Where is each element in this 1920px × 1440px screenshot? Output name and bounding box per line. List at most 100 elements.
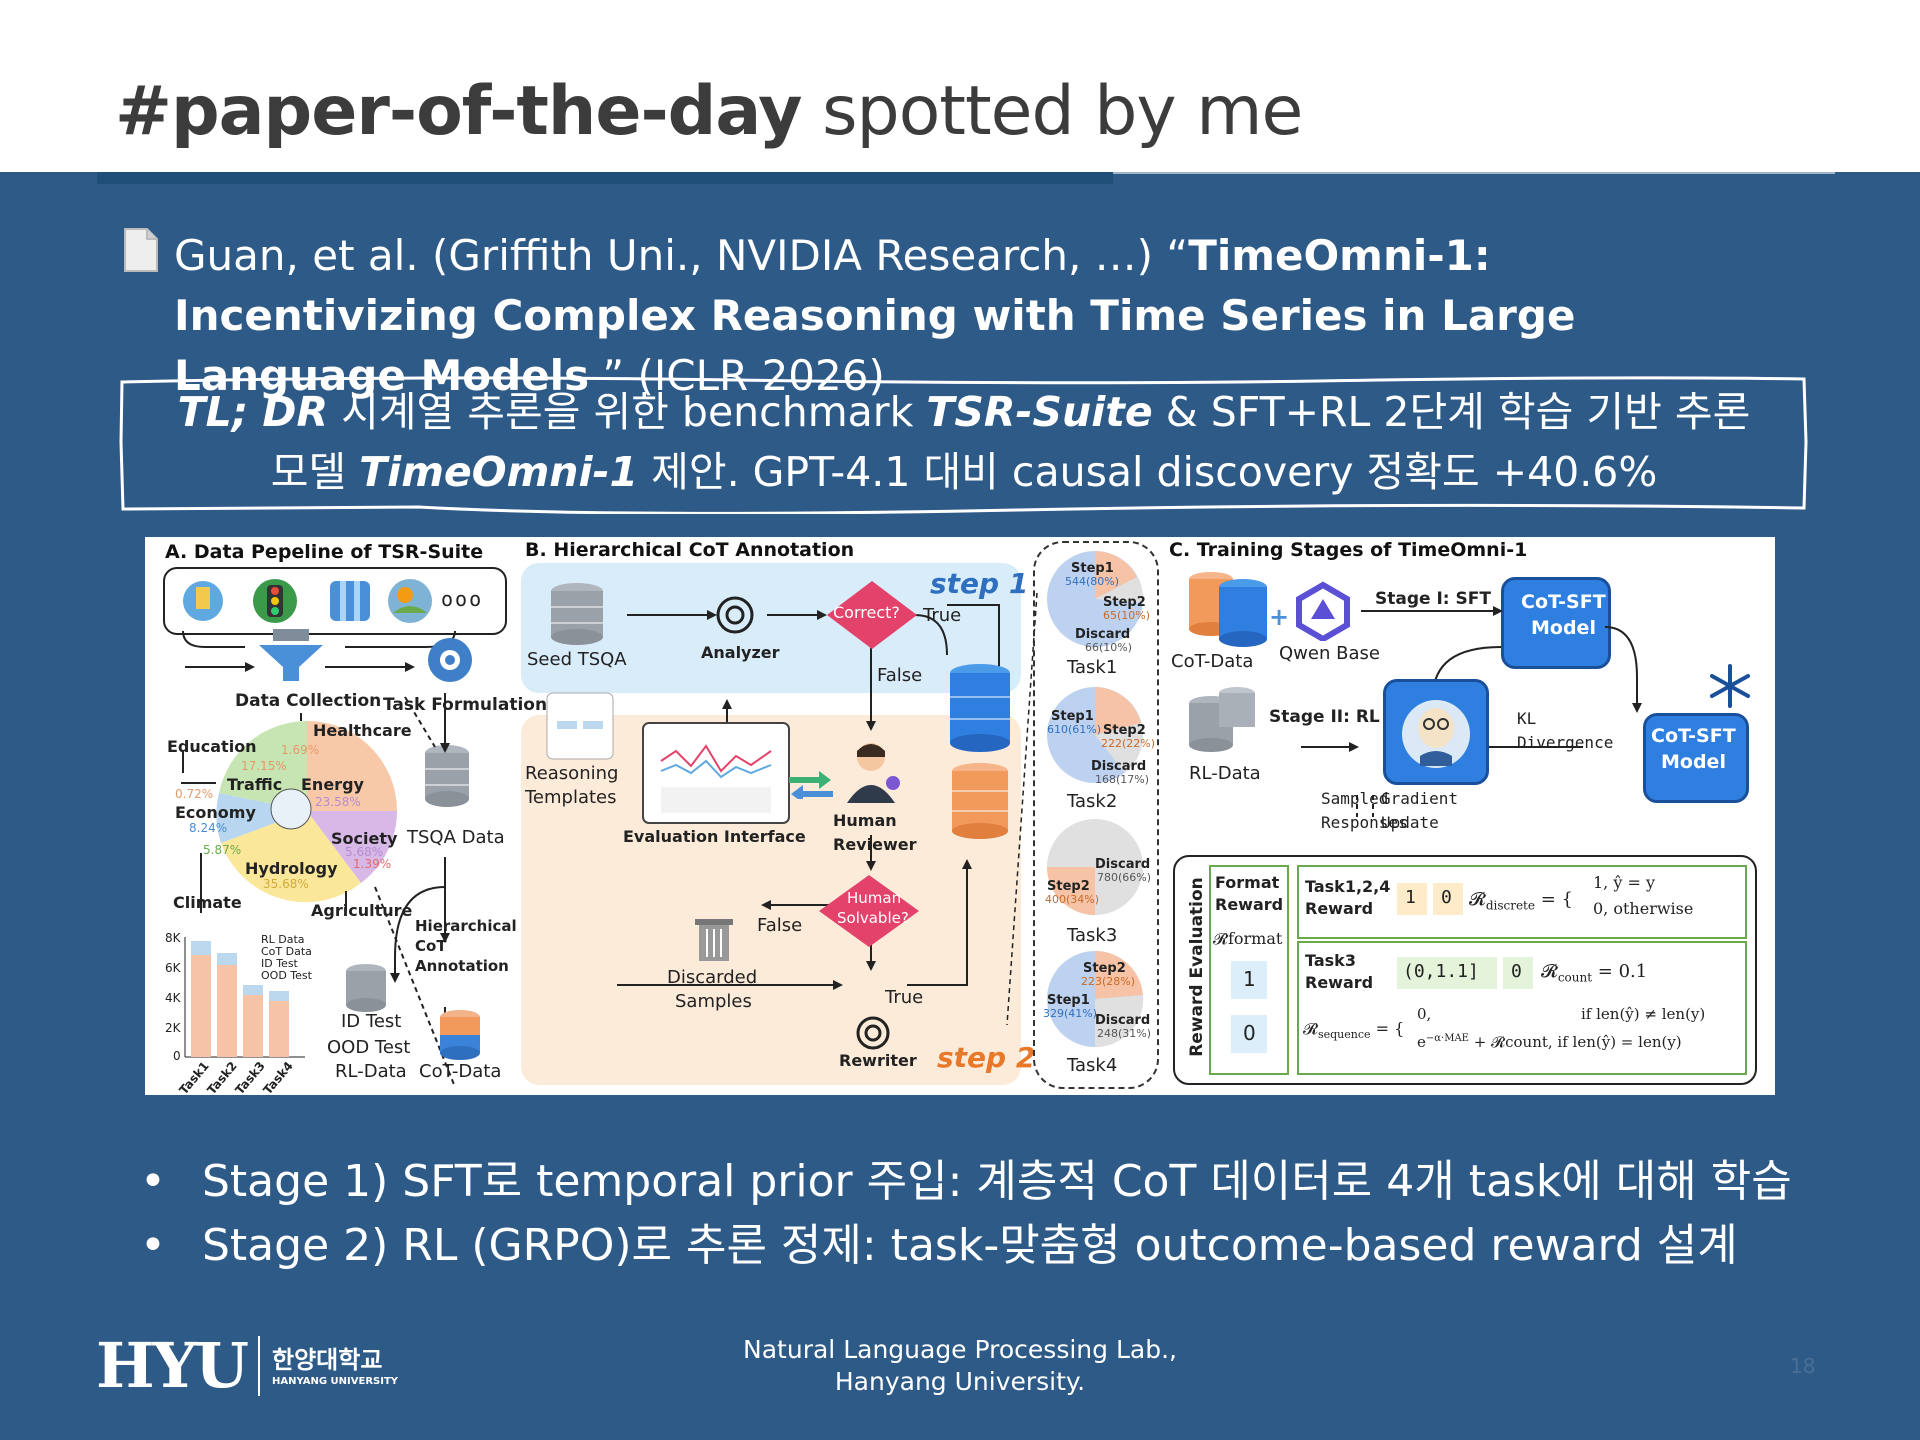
reward-evaluation-box: [1173, 855, 1757, 1085]
domain-icons-box: ooo: [163, 567, 507, 635]
qwen-logo-icon: [1296, 581, 1350, 641]
task3-range-cell: [1397, 957, 1497, 989]
logo-korean-text: 한양대학교: [272, 1346, 383, 1374]
r-sequence-case-2-b: + 𝓡count, if len(ŷ) = len(y): [1473, 1033, 1682, 1051]
paper-figure: A. Data Pepeline of TSR-Suite ooo Data C…: [145, 537, 1775, 1097]
task3-step2: Step2: [1047, 879, 1090, 894]
tldr-line-1: TL; DR 시계열 추론을 위한 benchmark TSR-Suite & …: [118, 382, 1810, 442]
analyzer-label: Analyzer: [701, 643, 780, 662]
task1-discard: Discard: [1075, 627, 1131, 642]
citation-venue: ” (ICLR 2026): [589, 351, 885, 400]
human-reviewer-icon: [847, 743, 900, 803]
ood-test-label: OOD Test: [327, 1037, 411, 1058]
pie-value-traffic: 17.15%: [241, 759, 287, 773]
evaluation-interface-label: Evaluation Interface: [623, 827, 806, 846]
domain-pie-chart: [181, 713, 397, 913]
pie-value-economy: 8.24%: [189, 821, 228, 835]
task2-pie: [1047, 687, 1143, 783]
task3-zero-value: 0: [1511, 961, 1522, 982]
traffic-light-icon: [253, 579, 297, 623]
task3-discard-value: 780(66%): [1097, 871, 1152, 884]
format-reward-box: [1209, 865, 1289, 1075]
kl-label-2: Divergence: [1517, 733, 1614, 752]
stage1-label: Stage I: SFT: [1375, 589, 1491, 609]
slide-header: #paper-of-the-day spotted by me: [0, 0, 1920, 172]
paper-citation: Guan, et al. (Griffith Uni., NVIDIA Rese…: [174, 226, 1794, 406]
tldr-line1-a: 시계열 추론을 위한 benchmark: [328, 388, 927, 436]
format-reward-label-2: Reward: [1215, 895, 1284, 914]
tldr-benchmark-name: TSR-Suite: [926, 388, 1153, 436]
discarded-label-2: Samples: [675, 991, 752, 1012]
sampled-label-1: Sampled: [1321, 789, 1389, 808]
bullet-list: Stage 1) SFT로 temporal prior 주입: 계층적 CoT…: [140, 1150, 1792, 1278]
task2-step1: Step1: [1051, 709, 1094, 724]
task124-zero-value: 0: [1441, 887, 1452, 908]
r-discrete-symbol: 𝓡discrete = {: [1469, 889, 1573, 913]
task1-label: Task1: [1067, 657, 1118, 678]
page-number: 18: [1790, 1354, 1816, 1378]
format-one-cell: [1231, 961, 1267, 999]
task1-step2-value: 65(10%): [1103, 609, 1151, 622]
sampled-label-2: Responses: [1321, 813, 1408, 832]
task2-discard: Discard: [1091, 759, 1147, 774]
tldr-line1-b: & SFT+RL 2단계 학습 기반 추론: [1152, 388, 1751, 436]
r-sequence-exp-base: e: [1417, 1033, 1426, 1051]
tldr-line2-b: 제안. GPT-4.1 대비 causal discovery 정확도 +40.…: [638, 448, 1658, 496]
human-solvable-diamond: [819, 875, 919, 947]
energy-icon: [183, 581, 223, 621]
test-database-icon: [346, 964, 386, 1012]
evaluation-interface-screen: [642, 722, 790, 824]
human-solvable-label-2: Solvable?: [837, 909, 909, 927]
gear-icon: [428, 638, 472, 682]
correct-label: Correct?: [833, 603, 900, 622]
citation-paper-title: TimeOmni-1: Incentivizing Complex Reason…: [174, 231, 1576, 400]
task1-discard-value: 66(10%): [1085, 641, 1133, 654]
step2-label: step 2: [937, 1041, 1036, 1074]
pie-label-energy: Energy: [301, 775, 364, 794]
r-count-equation: 𝓡count = 0.1: [1541, 961, 1647, 985]
task1-step1: Step1: [1071, 561, 1114, 576]
false-label-2: False: [757, 915, 803, 936]
task124-zero-cell: [1433, 883, 1463, 915]
task-pies-container: [1033, 541, 1159, 1089]
id-test-label: ID Test: [341, 1011, 402, 1032]
task3-reward-box: [1297, 941, 1747, 1075]
tldr-frame: [119, 376, 1808, 514]
task124-reward-label-2: Reward: [1305, 899, 1374, 918]
task3-reward-label-2: Reward: [1305, 973, 1374, 992]
r-discrete-case-2: 0, otherwise: [1593, 899, 1694, 918]
tldr-text: TL; DR 시계열 추론을 위한 benchmark TSR-Suite & …: [118, 382, 1810, 502]
cot-data-database-icon: [1189, 572, 1267, 647]
templates-icon: [546, 692, 614, 760]
rewriter-icon: [856, 1016, 890, 1050]
citation-authors: Guan, et al. (Griffith Uni., NVIDIA Rese…: [174, 231, 1189, 280]
swap-arrows-icon: [789, 771, 833, 799]
human-reviewer-label-2: Reviewer: [833, 835, 917, 854]
task4-step1: Step1: [1047, 993, 1090, 1008]
stage2-label: Stage II: RL: [1269, 707, 1380, 727]
bullet-stage-2: Stage 2) RL (GRPO)로 추론 정제: task-맞춤형 outc…: [140, 1214, 1792, 1278]
pie-label-climate: Climate: [173, 893, 242, 912]
pie-value-society-2: 1.39%: [353, 857, 392, 871]
output-database-stack: [950, 664, 1010, 839]
r-sequence-case-1-b: if len(ŷ) ≠ len(y): [1581, 1005, 1706, 1023]
rl-data-database-icon: [1189, 687, 1255, 752]
kl-label-1: KL: [1517, 709, 1537, 728]
hierarchical-cot-label-2: CoT: [415, 937, 447, 955]
bar-legend-rl: RL Data: [261, 933, 305, 946]
tldr-model-name: TimeOmni-1: [359, 448, 639, 496]
cot-sft-model-2-line2: Model: [1661, 751, 1726, 773]
task2-discard-value: 168(17%): [1095, 773, 1150, 786]
false-label-1: False: [877, 665, 923, 686]
pie-label-education: Education: [167, 737, 257, 756]
true-label-1: True: [923, 605, 962, 626]
task2-step2: Step2: [1103, 723, 1146, 738]
reasoning-templates-label-2: Templates: [525, 787, 617, 808]
plus-icon: +: [1269, 603, 1290, 631]
pie-label-traffic: Traffic: [227, 775, 283, 794]
pie-value-healthcare: 1.69%: [281, 743, 320, 757]
human-solvable-label-1: Human: [847, 889, 902, 907]
seed-tsqa-label: Seed TSQA: [527, 649, 627, 670]
climate-icon: [388, 579, 432, 623]
task1-pie: [1047, 551, 1144, 647]
